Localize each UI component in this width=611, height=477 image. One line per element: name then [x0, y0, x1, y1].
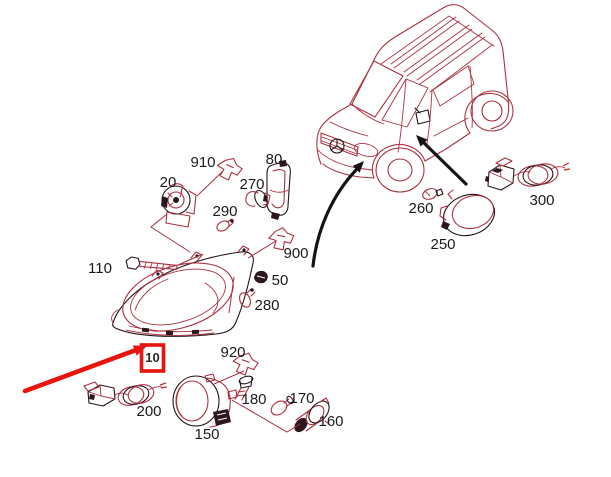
- small-bulb-290-drawing: [216, 218, 234, 232]
- van-grille: [320, 132, 359, 157]
- small-bulb-260-drawing: [422, 188, 444, 200]
- highlight-annotation: 10: [22, 343, 166, 394]
- clip-50-drawing: [254, 270, 268, 284]
- part-label-160: 160: [318, 413, 343, 430]
- part-label-290: 290: [212, 203, 237, 220]
- van-roof-ribs: [390, 16, 493, 93]
- part-label-150: 150: [194, 426, 219, 443]
- headlamp-assembly-drawing: [111, 245, 254, 337]
- van-front-wheel: [375, 147, 425, 193]
- arrowhead-door: [416, 135, 428, 147]
- bulb-socket-160-drawing: [294, 397, 331, 433]
- small-bulb-280-drawing: [239, 288, 256, 308]
- arrowhead-headlight: [352, 161, 364, 173]
- part-label-900: 900: [283, 245, 308, 262]
- highlight-arrow: [22, 347, 139, 394]
- harness-200-drawing: [83, 381, 168, 407]
- van-rear-wheel: [470, 90, 514, 132]
- leveling-motor-drawing: [161, 183, 197, 228]
- h7-bulb-drawing: [245, 189, 271, 209]
- bolt-110-drawing: [125, 256, 178, 270]
- part-label-170: 170: [289, 390, 314, 407]
- van-mirror: [414, 107, 431, 125]
- van-sliding-door-window: [432, 65, 475, 107]
- part-label-280: 280: [254, 297, 279, 314]
- part-label-300: 300: [529, 192, 554, 209]
- leader-lines: [150, 171, 301, 433]
- part-label-920: 920: [220, 344, 245, 361]
- part-label-20: 20: [160, 174, 177, 191]
- van-windshield: [349, 60, 404, 118]
- fog-lamp-drawing: [172, 373, 238, 428]
- part-label-180: 180: [241, 391, 266, 408]
- part-label-910: 910: [190, 154, 215, 171]
- highlight-box: [139, 343, 166, 373]
- part-labels: 910 20 80 270 290 900 110 50 280 920 200…: [88, 151, 554, 443]
- arrow-to-headlight: [311, 167, 359, 268]
- round-lamp-250-drawing: [439, 189, 496, 237]
- van-headlight: [353, 143, 379, 157]
- bulb-cover-drawing: [266, 160, 291, 220]
- small-bulb-170-drawing: [270, 395, 294, 416]
- part-label-270: 270: [239, 176, 264, 193]
- van-door-window: [381, 78, 429, 128]
- part-label-260: 260: [408, 200, 433, 217]
- pointer-arrows: [311, 135, 468, 268]
- harness-300-drawing: [485, 157, 571, 191]
- part-label-110: 110: [88, 260, 112, 277]
- part-label-200: 200: [136, 403, 161, 420]
- part-label-80: 80: [266, 151, 283, 168]
- arrow-to-door: [420, 139, 468, 186]
- part-label-10: 10: [145, 350, 159, 365]
- van-illustration: [316, 4, 514, 193]
- bolt-180-drawing: [234, 375, 254, 401]
- part-label-50: 50: [272, 272, 289, 289]
- part-label-250: 250: [430, 236, 455, 253]
